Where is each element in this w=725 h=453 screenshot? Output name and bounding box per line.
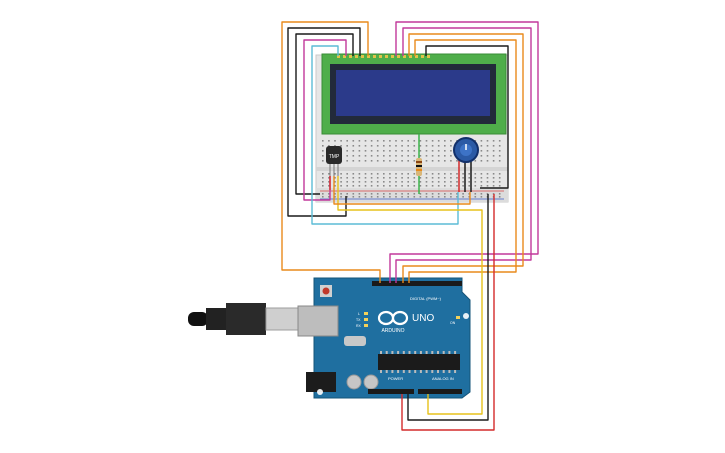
wire-black-left[interactable] [287,27,361,217]
arduino-logo: ARDUINO [377,310,409,334]
wire-orange-right-1[interactable] [402,33,524,283]
usb-port [297,305,339,337]
wire-magenta-right-1[interactable] [389,21,539,283]
wire-orange-left[interactable] [281,21,381,283]
analog-header-label: ANALOG IN [432,376,454,381]
brand-label: ARDUINO [381,328,404,334]
arduino-uno-board[interactable]: ARDUINO UNO L TX RX ON DIGITAL (PWM~) PO… [188,277,471,399]
tx-label: TX [356,318,361,322]
sensor-label: TMP [329,154,340,160]
wire-cyan-left[interactable] [311,45,459,225]
led-on-label: ON [450,321,456,325]
model-label: UNO [412,313,434,324]
potentiometer[interactable] [453,137,479,192]
analog-header [418,389,462,394]
temperature-sensor[interactable]: TMP [326,146,342,176]
digital-header [372,281,462,286]
digital-header-label: DIGITAL (PWM~) [410,296,442,301]
usb-cable [188,303,299,335]
wire-red-power[interactable] [401,194,495,431]
microcontroller-chip [378,354,460,370]
lcd-module[interactable] [321,53,507,135]
power-jack [306,372,336,392]
power-header-label: POWER [388,376,403,381]
breadboard-holes [322,140,501,198]
resistor[interactable] [416,134,422,194]
rx-label: RX [356,324,362,328]
wire-black-gnd[interactable] [407,194,489,421]
lcd-pin-header [337,55,430,58]
power-header [368,389,414,394]
wire-magenta-left[interactable] [303,39,347,201]
wire-magenta-right-2[interactable] [395,27,532,283]
wire-orange-bb[interactable] [333,176,471,205]
wire-orange-right-2[interactable] [408,39,517,283]
led-l-label: L [358,312,360,316]
wires [281,21,539,431]
wire-black-right[interactable] [425,45,509,189]
